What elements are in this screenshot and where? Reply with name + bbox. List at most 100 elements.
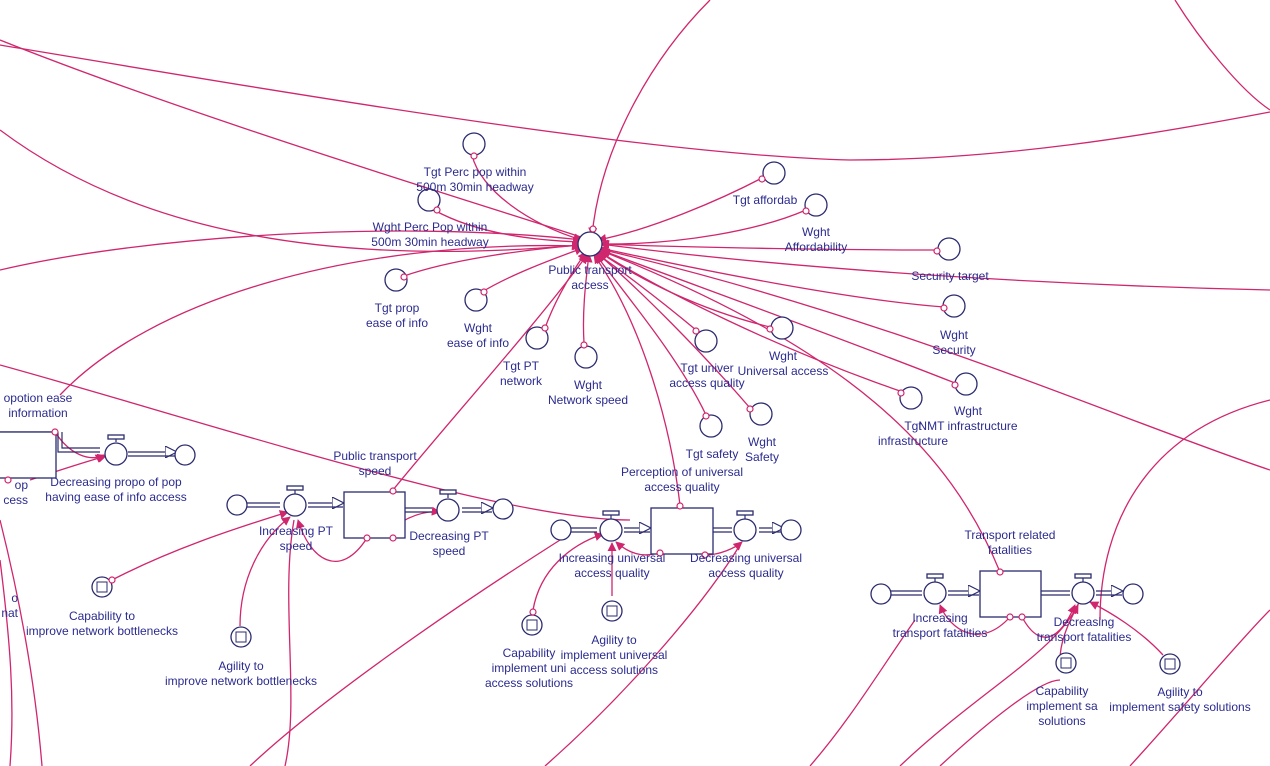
label-line: Security target bbox=[911, 269, 989, 283]
link-wght-security bbox=[599, 245, 945, 308]
label-line: Tgt univer bbox=[680, 361, 733, 375]
label-line: Tgt bbox=[904, 419, 922, 433]
label-line: speed bbox=[433, 544, 466, 558]
aux-tgt-pt-network[interactable] bbox=[525, 326, 549, 350]
link-bottom-5 bbox=[939, 679, 1061, 766]
aux-wght-universal[interactable] bbox=[770, 316, 794, 340]
link-arc-vertical-to-access bbox=[588, 0, 711, 237]
cloud-icon bbox=[226, 494, 248, 516]
lookup-capability-network[interactable] bbox=[91, 576, 113, 598]
aux-tgt-safety[interactable] bbox=[699, 414, 723, 438]
link-bottom-1 bbox=[249, 539, 561, 766]
label-line: NMT infrastructure bbox=[918, 419, 1017, 433]
cloud-icon bbox=[550, 519, 572, 541]
aux-tgt-universal[interactable] bbox=[694, 329, 718, 353]
label-line: nat bbox=[1, 606, 18, 620]
link-stock-to-increasing-pt bbox=[296, 519, 368, 562]
label-line: Tgt affordab bbox=[733, 193, 798, 207]
lookup-capability-safety[interactable] bbox=[1055, 652, 1077, 674]
link-tgt-prop-ease bbox=[403, 241, 582, 277]
link-wght-nmt bbox=[600, 248, 956, 384]
stock-perception-universal[interactable] bbox=[650, 507, 714, 555]
label-line: opotion ease bbox=[4, 391, 73, 405]
label-line: Tgt PT bbox=[503, 359, 540, 373]
label-line: o bbox=[11, 591, 18, 605]
label-line: ease of info bbox=[366, 316, 428, 330]
valves bbox=[104, 434, 1095, 605]
valve-decreasing-universal[interactable] bbox=[733, 510, 757, 542]
aux-tgt-affordability[interactable] bbox=[762, 161, 786, 185]
stock-transport-fatalities[interactable] bbox=[979, 570, 1042, 618]
label-line: access quality bbox=[669, 376, 744, 390]
stock-prop-ease-info[interactable] bbox=[0, 431, 57, 479]
aux-wght-affordability[interactable] bbox=[804, 193, 828, 217]
link-tgt-nmt bbox=[599, 251, 904, 393]
label-line: Public transport bbox=[548, 263, 632, 277]
label-line: transport fatalities bbox=[893, 626, 988, 640]
label-line: Tgt safety bbox=[686, 447, 739, 461]
link-wght-affordability bbox=[599, 209, 807, 249]
link-arc-left-mid bbox=[59, 241, 581, 396]
link-arc-right-lower bbox=[1129, 609, 1270, 766]
lookup-capability-universal[interactable] bbox=[521, 614, 543, 636]
link-security-target bbox=[600, 239, 938, 251]
label-line: fatalities bbox=[988, 543, 1032, 557]
link-perception-to-access bbox=[593, 254, 681, 506]
aux-tgt-nmt[interactable] bbox=[899, 386, 923, 410]
lookup-agility-safety[interactable] bbox=[1159, 653, 1181, 675]
link-left-down-2 bbox=[0, 559, 13, 766]
link-arc-bottom-right bbox=[899, 599, 1081, 766]
label-line: Wght Perc Pop within bbox=[373, 220, 488, 234]
label-line: Capability to bbox=[69, 609, 135, 623]
cloud-icon bbox=[870, 583, 892, 605]
label-line: implement universal bbox=[561, 648, 668, 662]
aux-security-target[interactable] bbox=[937, 237, 961, 261]
link-capability-universal bbox=[532, 532, 604, 611]
aux-public-transport-access[interactable] bbox=[577, 231, 603, 257]
label-line: having ease of info access bbox=[45, 490, 186, 504]
valve-increasing-universal[interactable] bbox=[599, 510, 623, 542]
label-line: Wght bbox=[574, 378, 603, 392]
lookup-agility-universal[interactable] bbox=[601, 600, 623, 622]
label-line: Network speed bbox=[548, 393, 628, 407]
label-line: Affordability bbox=[785, 240, 847, 254]
valve-decreasing-fatalities[interactable] bbox=[1071, 573, 1095, 605]
link-bottom-2 bbox=[284, 519, 295, 766]
link-arc-right-down bbox=[603, 249, 1270, 471]
link-arc-top-right bbox=[0, 39, 591, 241]
valve-increasing-fatalities[interactable] bbox=[923, 573, 947, 605]
aux-wght-safety[interactable] bbox=[749, 402, 773, 426]
label-line: Transport related bbox=[965, 528, 1056, 542]
lookup-agility-network[interactable] bbox=[230, 626, 252, 648]
aux-tgt-perc-pop[interactable] bbox=[462, 132, 486, 156]
stock-pt-speed[interactable] bbox=[343, 491, 406, 539]
label-line: ease of info bbox=[447, 336, 509, 350]
label-line: solutions bbox=[1038, 714, 1085, 728]
label-line: Universal access bbox=[738, 364, 829, 378]
valve-increasing-pt-speed[interactable] bbox=[283, 485, 307, 517]
cloud-icon bbox=[1122, 583, 1144, 605]
valve-decreasing-pt-speed[interactable] bbox=[436, 489, 460, 522]
label-line: transport fatalities bbox=[1037, 630, 1132, 644]
aux-wght-perc-pop[interactable] bbox=[417, 188, 441, 212]
link-agility-safety bbox=[1089, 601, 1164, 656]
aux-wght-network-speed[interactable] bbox=[574, 345, 598, 369]
label-line: Decreasing universal bbox=[690, 551, 802, 565]
clouds bbox=[174, 444, 1144, 605]
label-line: Perception of universal bbox=[621, 465, 743, 479]
link-wght-safety bbox=[597, 253, 751, 409]
valve-decreasing-propo-pop[interactable] bbox=[104, 434, 128, 466]
